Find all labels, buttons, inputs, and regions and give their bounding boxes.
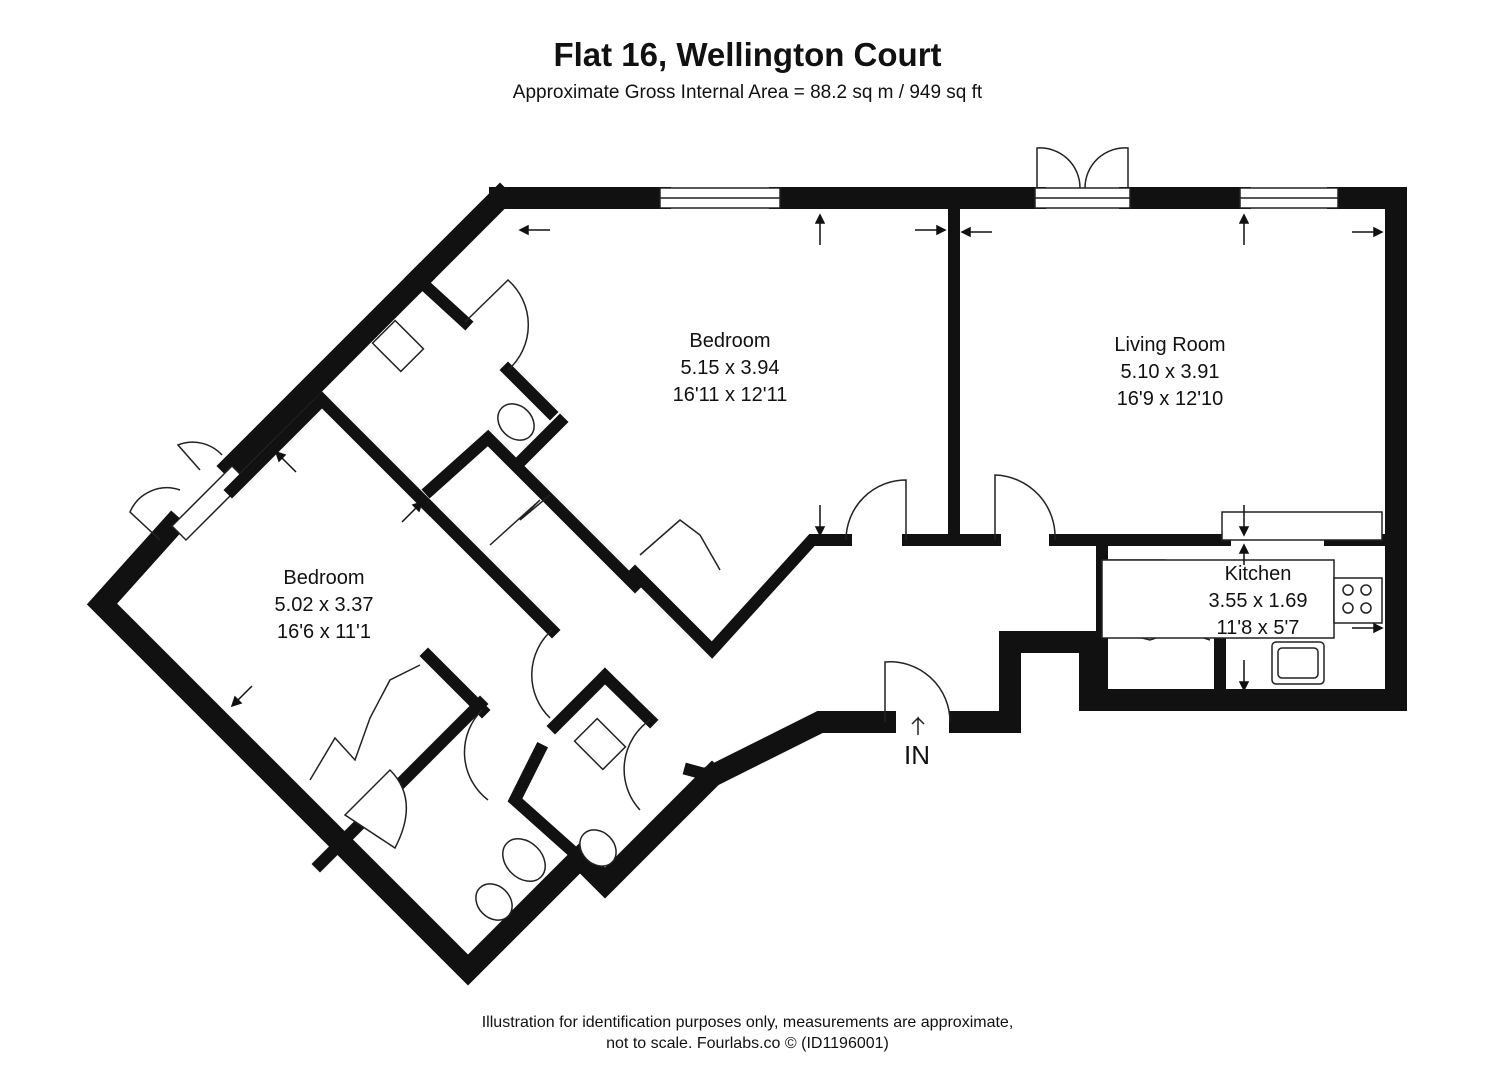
room-imperial: 16'6 x 11'1 — [276, 621, 371, 643]
room-name: Kitchen — [1224, 563, 1292, 585]
disclaimer-line-2: not to scale. Fourlabs.co © (ID1196001) — [606, 1035, 889, 1052]
room-imperial: 16'11 x 12'11 — [672, 384, 788, 406]
dimension-arrows — [230, 213, 1384, 735]
interior-walls — [223, 204, 1398, 873]
room-label-living-room: Living Room 5.10 x 3.91 16'9 x 12'10 — [1050, 332, 1290, 413]
room-label-kitchen: Kitchen 3.55 x 1.69 11'8 x 5'7 — [1138, 561, 1378, 642]
room-name: Living Room — [1114, 334, 1226, 356]
room-imperial: 16'9 x 12'10 — [1116, 388, 1224, 410]
outer-walls — [86, 182, 1407, 986]
entry-label: IN — [904, 740, 930, 770]
windows — [129, 147, 1339, 542]
disclaimer: Illustration for identification purposes… — [0, 1012, 1495, 1054]
plan-subtitle: Approximate Gross Internal Area = 88.2 s… — [512, 82, 983, 103]
room-metric: 5.15 x 3.94 — [680, 357, 780, 379]
room-name: Bedroom — [283, 567, 365, 589]
fixtures — [343, 319, 1383, 921]
room-label-bedroom-1: Bedroom 5.15 x 3.94 16'11 x 12'11 — [610, 328, 850, 409]
room-metric: 3.55 x 1.69 — [1208, 590, 1308, 612]
disclaimer-line-1: Illustration for identification purposes… — [481, 1014, 1014, 1031]
room-label-bedroom-2: Bedroom 5.02 x 3.37 16'6 x 11'1 — [204, 565, 444, 646]
plan-title: Flat 16, Wellington Court — [553, 36, 942, 73]
room-metric: 5.02 x 3.37 — [274, 594, 374, 616]
room-metric: 5.10 x 3.91 — [1120, 361, 1220, 383]
room-name: Bedroom — [689, 330, 771, 352]
room-imperial: 11'8 x 5'7 — [1216, 617, 1300, 639]
